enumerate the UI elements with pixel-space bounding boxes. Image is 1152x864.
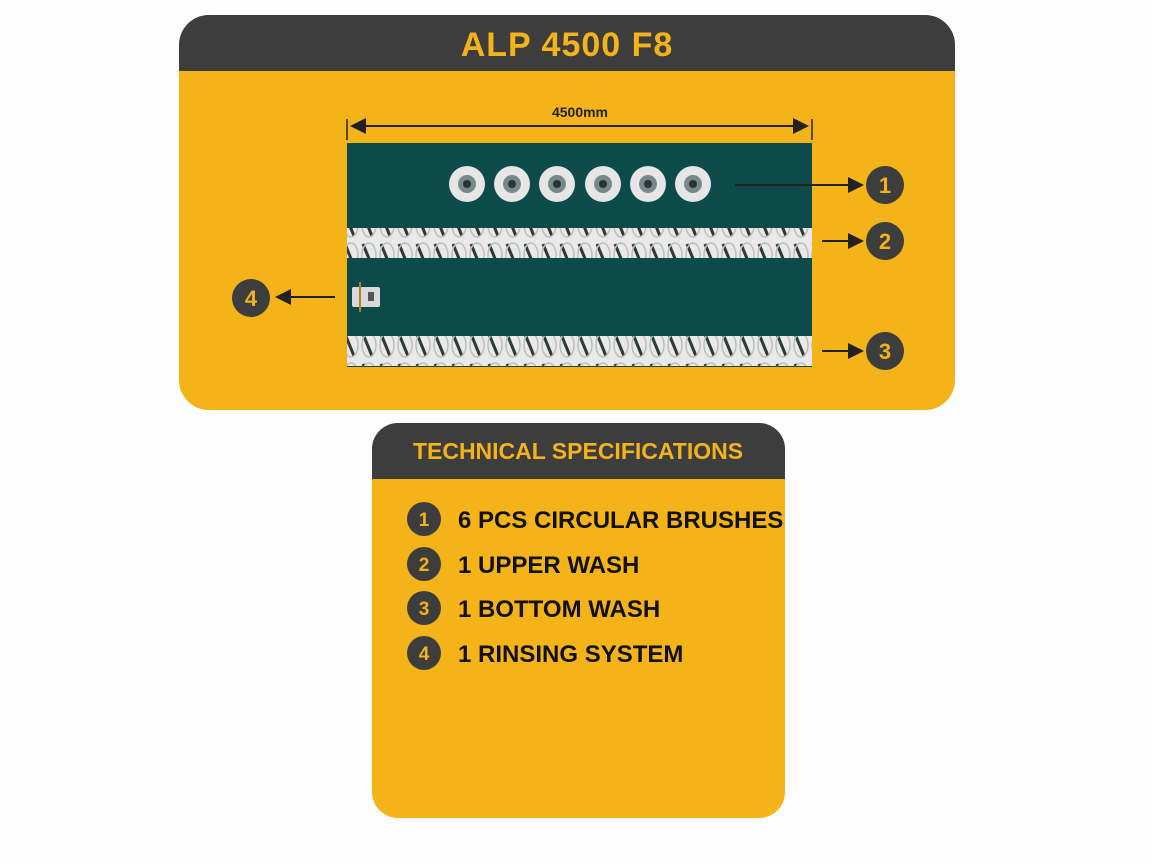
number-badge	[407, 502, 441, 536]
circular-brush	[585, 166, 621, 202]
marker-1: 1	[866, 166, 904, 204]
spec-label: 1 BOTTOM WASH	[458, 596, 660, 623]
circular-brush	[630, 166, 666, 202]
upper-wash-roller	[347, 228, 812, 258]
card-header	[372, 423, 785, 479]
machine-diagram-card: ALP 4500 F8 4500mm 1 2 3 4	[179, 15, 955, 410]
marker-4: 4	[232, 279, 270, 317]
spec-number: 4	[419, 644, 430, 665]
svg-text:4: 4	[245, 286, 258, 311]
spec-label: 6 PCS CIRCULAR BRUSHES	[458, 507, 783, 534]
svg-text:2: 2	[879, 229, 891, 254]
spec-item: 4 1 RINSING SYSTEM	[407, 636, 683, 670]
circular-brushes	[449, 166, 711, 202]
card-header	[179, 15, 955, 71]
spec-item: 2 1 UPPER WASH	[407, 547, 639, 581]
circular-brush	[539, 166, 575, 202]
width-dimension-label: 4500mm	[552, 104, 608, 120]
svg-text:3: 3	[879, 339, 891, 364]
model-title: ALP 4500 F8	[461, 26, 674, 64]
circular-brush	[449, 166, 485, 202]
card-background	[372, 423, 785, 818]
spec-number: 3	[419, 599, 430, 620]
rinsing-system	[352, 282, 380, 312]
spec-label: 1 UPPER WASH	[458, 552, 639, 579]
spec-item: 1 6 PCS CIRCULAR BRUSHES	[407, 502, 783, 536]
bottom-wash-roller	[347, 336, 812, 366]
number-badge	[407, 547, 441, 581]
spec-label: 1 RINSING SYSTEM	[458, 641, 683, 668]
marker-3: 3	[866, 332, 904, 370]
circular-brush	[675, 166, 711, 202]
number-badge	[407, 591, 441, 625]
circular-brush	[494, 166, 530, 202]
number-badge	[407, 636, 441, 670]
specs-heading: TECHNICAL SPECIFICATIONS	[413, 438, 743, 464]
spec-item: 3 1 BOTTOM WASH	[407, 591, 660, 625]
marker-2: 2	[866, 222, 904, 260]
svg-text:1: 1	[879, 173, 891, 198]
spec-number: 1	[419, 510, 430, 531]
spec-number: 2	[419, 555, 430, 576]
technical-specifications-card: TECHNICAL SPECIFICATIONS 1 6 PCS CIRCULA…	[372, 423, 785, 818]
